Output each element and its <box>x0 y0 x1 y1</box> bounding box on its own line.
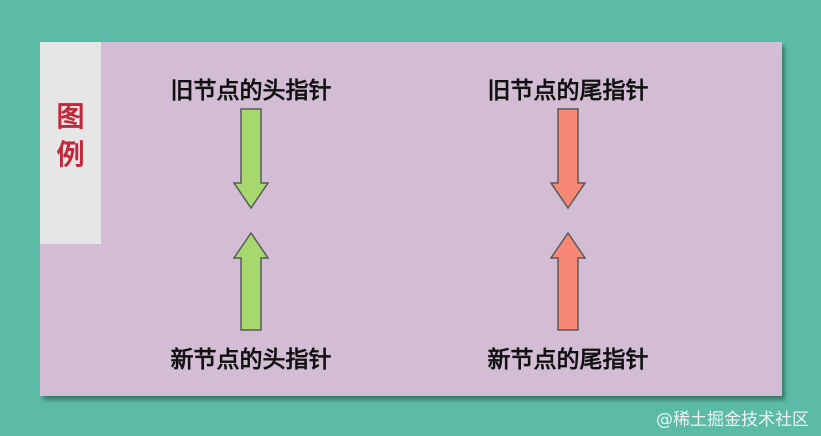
new-tail-arrow-shape <box>549 232 587 331</box>
old-tail-pointer-label: 旧节点的尾指针 <box>487 78 649 104</box>
new-tail-pointer-label: 新节点的尾指针 <box>487 347 649 373</box>
legend-title: 图 例 <box>40 98 101 174</box>
watermark: @稀土掘金技术社区 <box>656 410 809 430</box>
old-tail-arrow-shape <box>549 108 587 210</box>
legend-panel: 图 例 旧节点的头指针 新节点的头指针 旧节点的尾指针 新节点的尾指针 <box>40 42 782 396</box>
legend-tab: 图 例 <box>40 42 101 244</box>
legend-title-line2: 例 <box>56 138 85 171</box>
new-head-arrow-shape <box>232 232 270 331</box>
down-arrow-icon <box>549 108 587 210</box>
down-arrow-icon <box>232 108 270 210</box>
old-head-pointer-label: 旧节点的头指针 <box>170 78 332 104</box>
up-arrow-icon <box>232 232 270 331</box>
old-head-arrow-shape <box>232 108 270 210</box>
legend-title-line1: 图 <box>56 100 85 133</box>
up-arrow-icon <box>549 232 587 331</box>
new-head-pointer-label: 新节点的头指针 <box>170 347 332 373</box>
